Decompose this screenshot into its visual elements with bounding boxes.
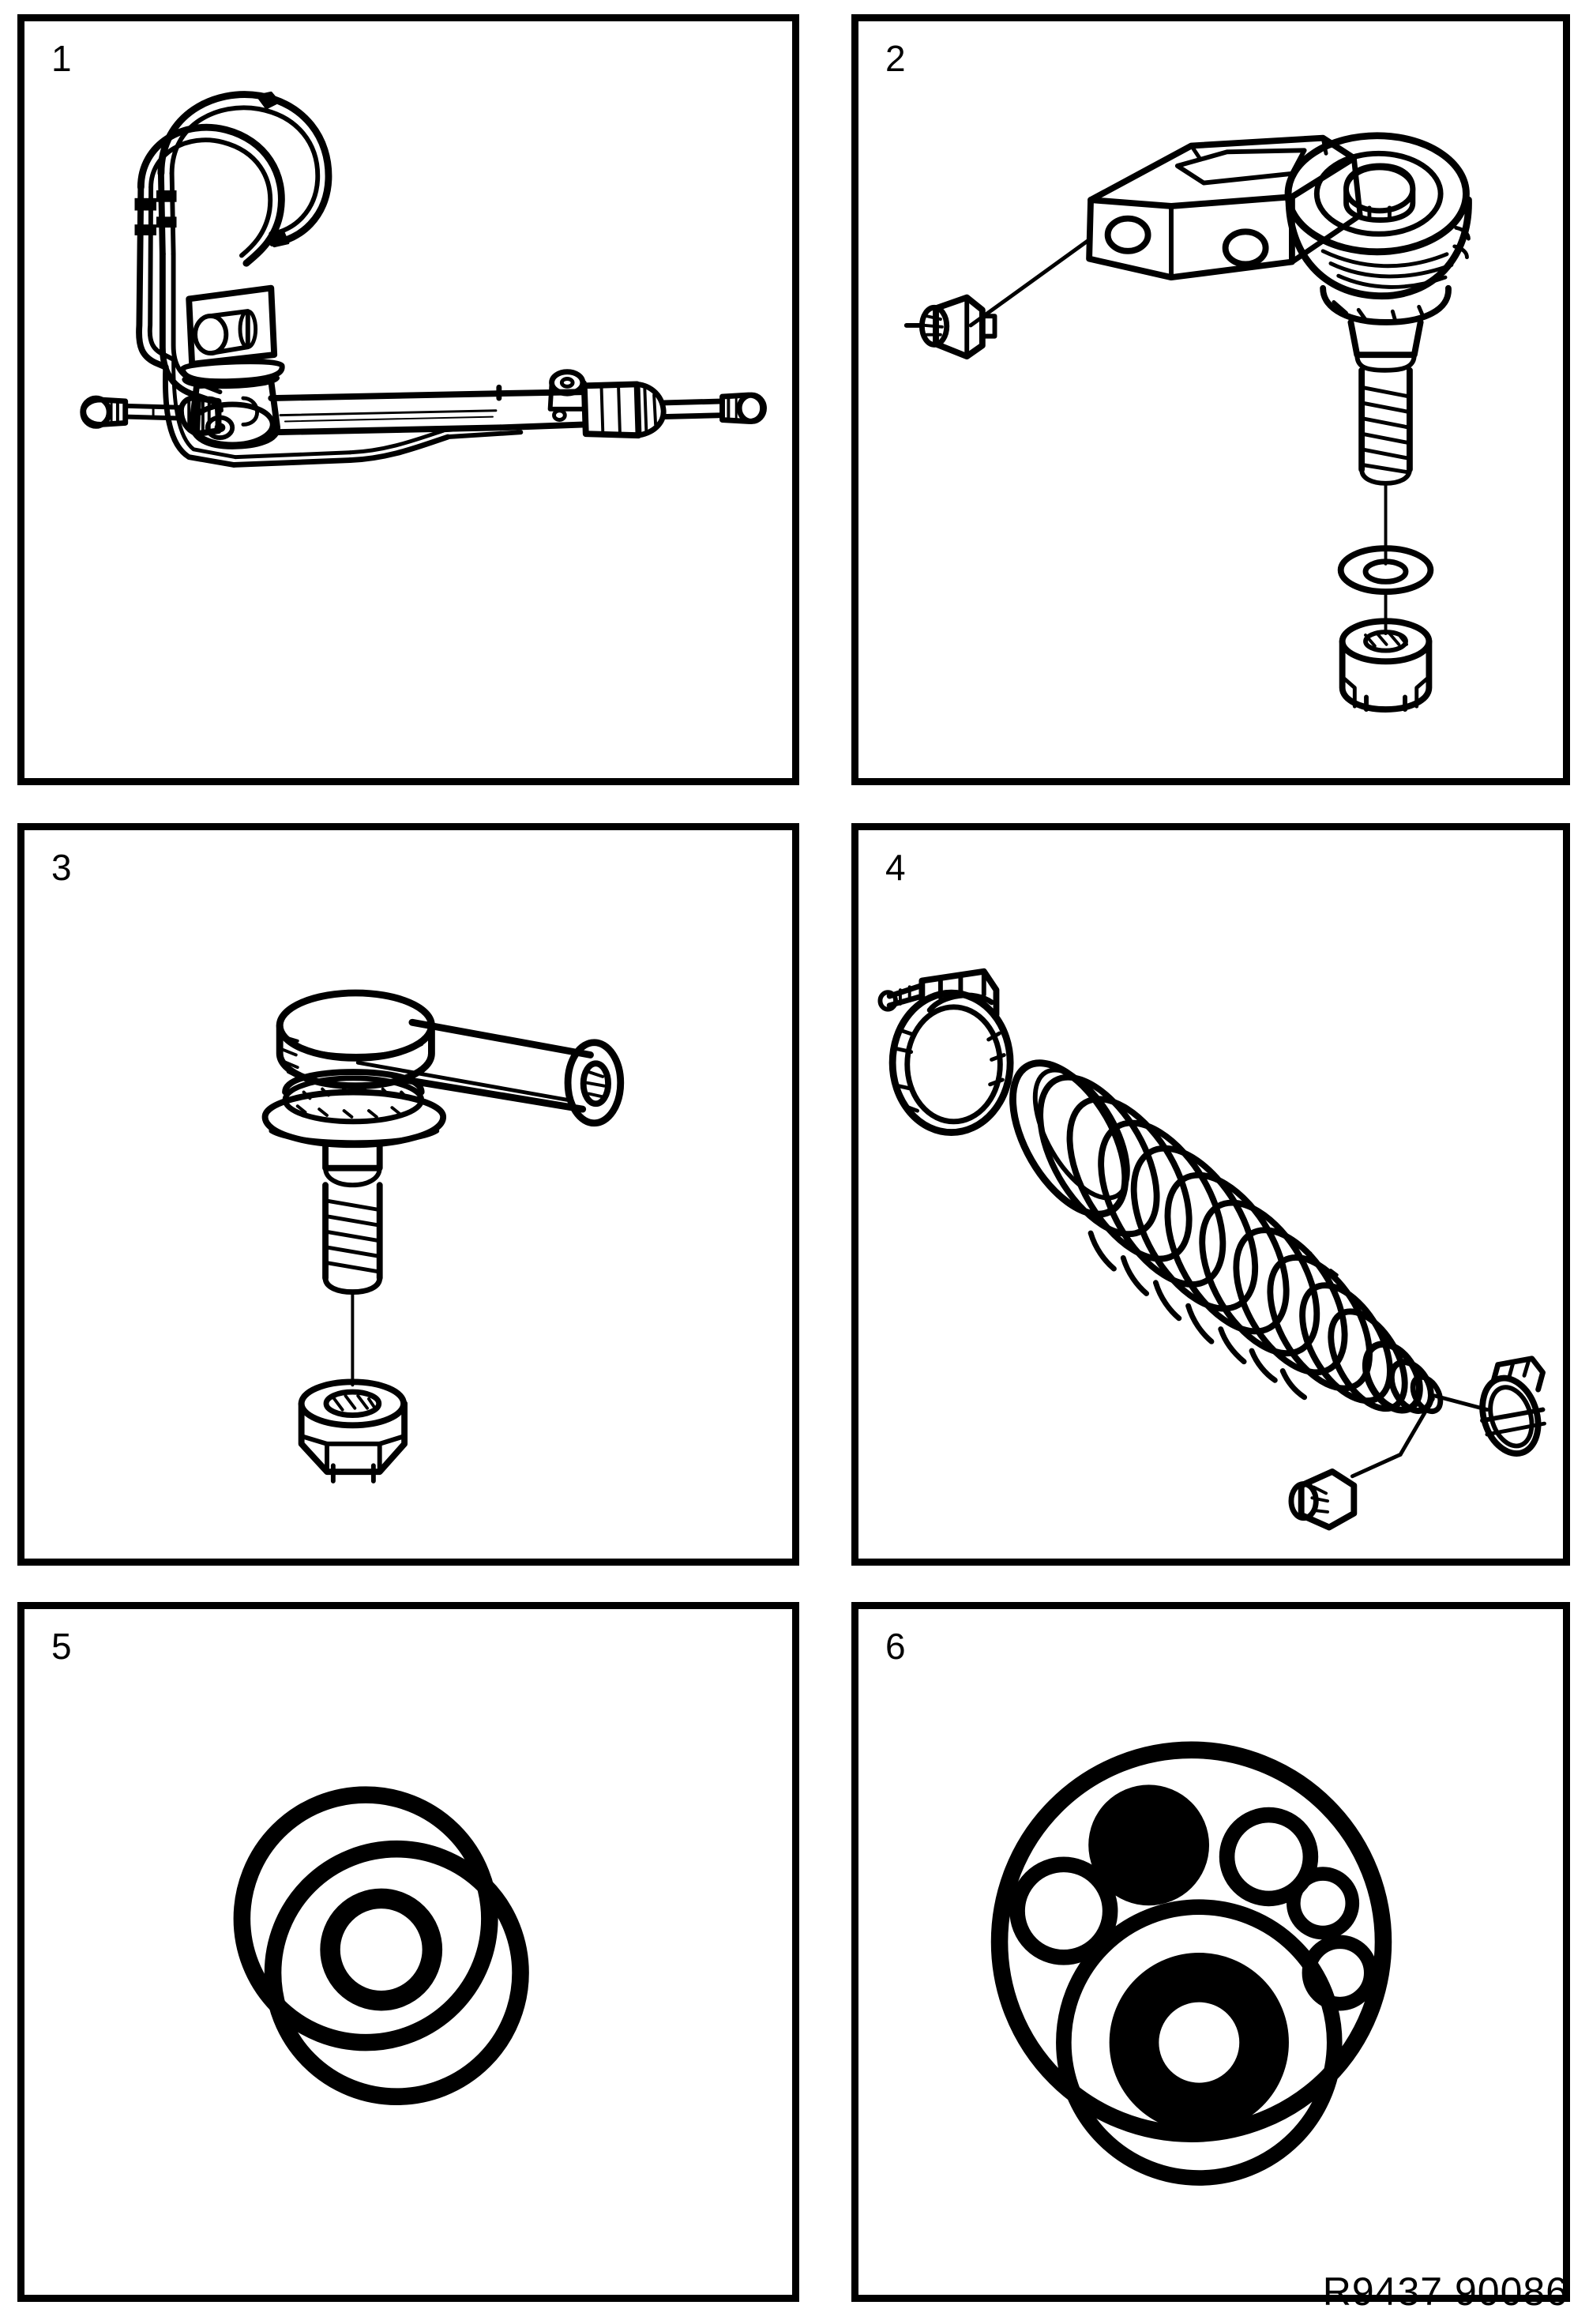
panel-number: 4 <box>885 847 906 888</box>
panel-3-tie-rod-end: 3 <box>17 823 799 1566</box>
seal-kit-drawing <box>990 1741 1392 2186</box>
o-ring-set-drawing <box>233 1786 529 2105</box>
panel-number: 3 <box>51 847 72 888</box>
panel-number: 5 <box>51 1626 72 1667</box>
reference-code: R9437 90086 <box>1322 2269 1568 2314</box>
panel-6-seal-kit: 6 <box>851 1602 1570 2302</box>
panel-number: 1 <box>51 38 72 79</box>
panel-5-o-ring-set: 5 <box>17 1602 799 2302</box>
steering-rack-assembly-drawing <box>80 91 767 468</box>
panel-4-rack-bellows-kit: 4 <box>851 823 1570 1566</box>
panel-1-steering-rack-assembly: 1 <box>17 14 799 785</box>
panel-number: 6 <box>885 1626 906 1667</box>
ball-joint-bracket-drawing <box>903 132 1472 713</box>
panel-number: 2 <box>885 38 906 79</box>
rack-bellows-kit-drawing <box>877 968 1546 1531</box>
tie-rod-end-drawing <box>261 989 625 1484</box>
panel-2-ball-joint-bracket: 2 <box>851 14 1570 785</box>
